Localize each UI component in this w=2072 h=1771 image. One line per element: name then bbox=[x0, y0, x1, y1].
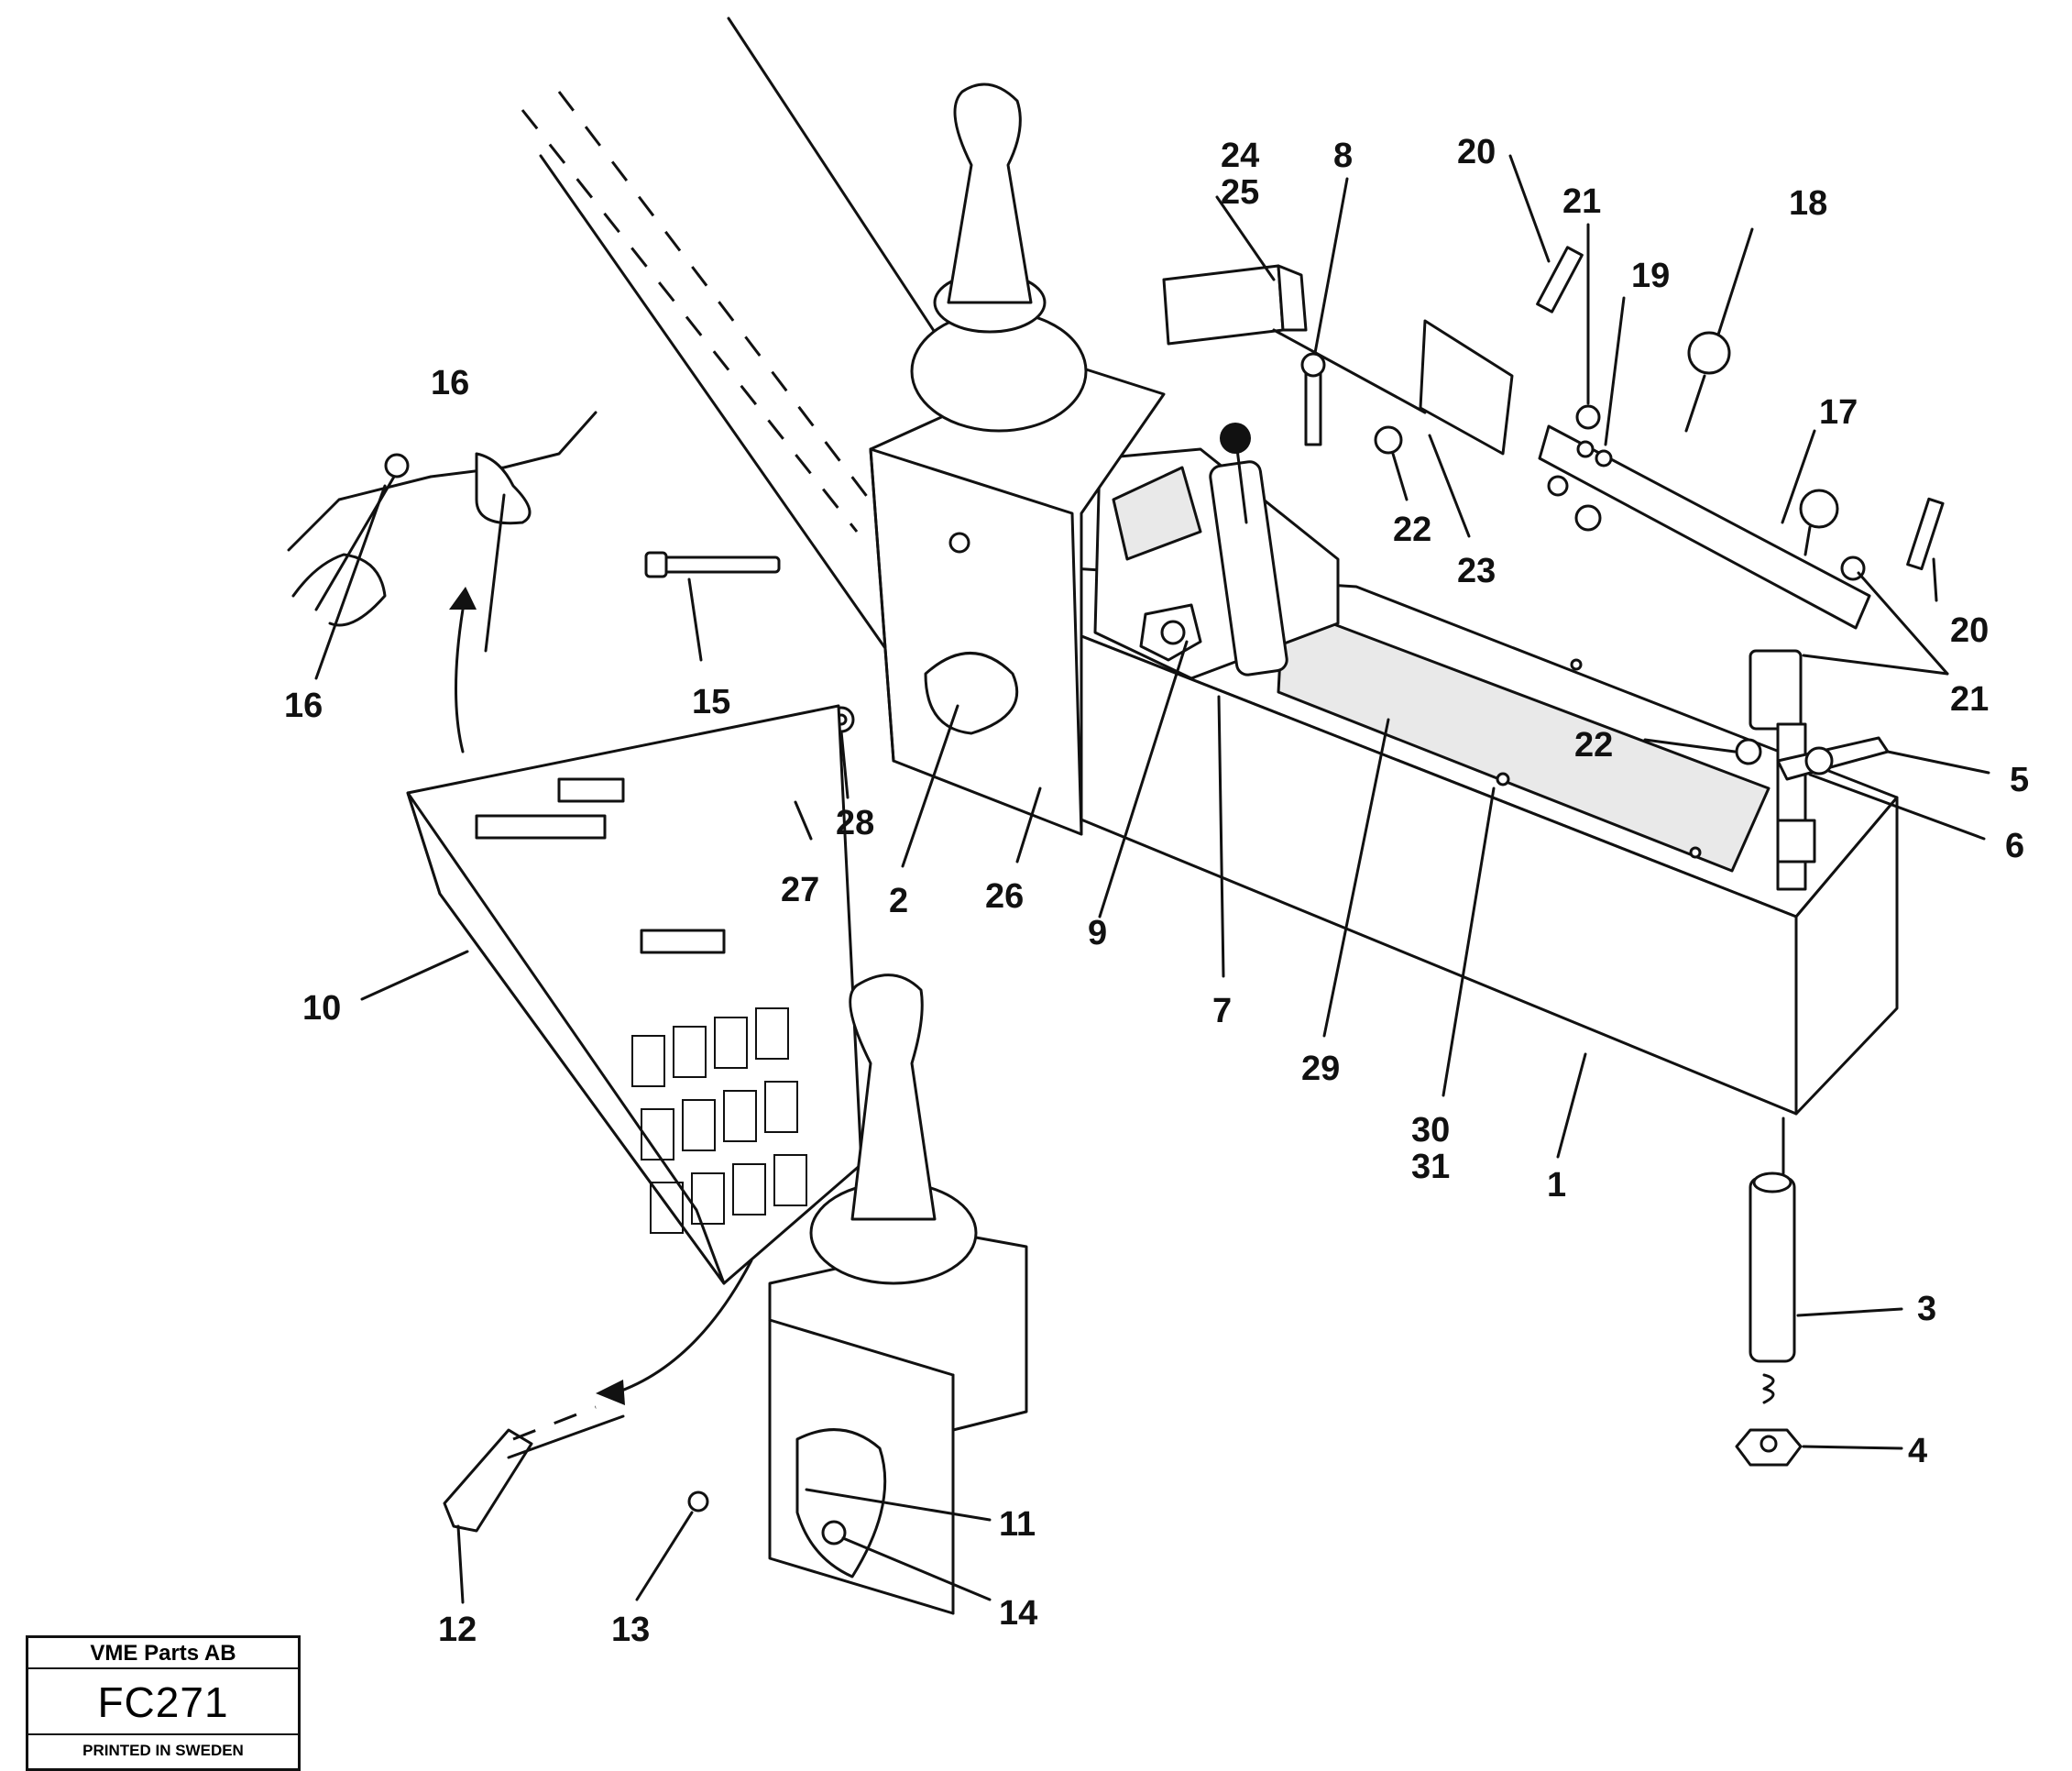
callout-27: 27 bbox=[781, 871, 819, 909]
callout-22: 22 bbox=[1393, 511, 1431, 549]
callout-6: 6 bbox=[2005, 827, 2024, 865]
armrest bbox=[1162, 264, 1514, 456]
callout-labels: 24 25 8 20 21 18 19 17 22 23 20 21 22 5 … bbox=[284, 133, 2029, 1649]
leader-lines bbox=[314, 154, 1990, 1604]
callout-20: 20 bbox=[1950, 611, 1989, 650]
arrow-panel-down bbox=[596, 1259, 753, 1405]
callout-18: 18 bbox=[1789, 184, 1827, 223]
star-knob-18 bbox=[1684, 331, 1731, 433]
callout-12: 12 bbox=[438, 1611, 477, 1649]
fasteners bbox=[1300, 246, 1945, 765]
callout-21: 21 bbox=[1950, 680, 1989, 719]
lever-housing bbox=[1093, 423, 1340, 680]
callout-30: 30 bbox=[1411, 1111, 1450, 1150]
callout-13: 13 bbox=[611, 1611, 650, 1649]
arm-bar-17 bbox=[1538, 424, 1871, 630]
spacer-sleeve-3 bbox=[1749, 1116, 1796, 1404]
callout-29: 29 bbox=[1301, 1050, 1340, 1088]
callout-22: 22 bbox=[1574, 726, 1613, 764]
printed-note: PRINTED IN SWEDEN bbox=[82, 1742, 244, 1759]
callout-16: 16 bbox=[284, 687, 323, 725]
callout-8: 8 bbox=[1333, 137, 1353, 175]
callout-17: 17 bbox=[1819, 393, 1858, 432]
callout-11: 11 bbox=[999, 1505, 1036, 1544]
screw-13 bbox=[687, 1490, 709, 1512]
company-name: VME Parts AB bbox=[28, 1638, 298, 1669]
nut-4 bbox=[1735, 1428, 1803, 1467]
callout-28: 28 bbox=[836, 804, 874, 842]
adjust-bracket bbox=[1749, 649, 1890, 891]
callout-4: 4 bbox=[1908, 1432, 1927, 1470]
star-knob-17b bbox=[1799, 489, 1839, 556]
seat-guide-lines bbox=[521, 16, 941, 662]
callout-9: 9 bbox=[1088, 914, 1107, 952]
callout-19: 19 bbox=[1631, 257, 1670, 295]
callout-7: 7 bbox=[1212, 992, 1232, 1030]
callout-3: 3 bbox=[1917, 1290, 1936, 1328]
callout-24: 24 bbox=[1221, 137, 1259, 175]
figure-code: FC271 bbox=[28, 1669, 298, 1735]
arrow-panel-up bbox=[449, 587, 477, 754]
joystick-console-upper bbox=[869, 82, 1166, 836]
callout-26: 26 bbox=[985, 877, 1024, 916]
slide-bracket-12 bbox=[443, 1405, 625, 1533]
callout-14: 14 bbox=[999, 1594, 1037, 1633]
callout-31: 31 bbox=[1411, 1148, 1450, 1186]
control-panel-10 bbox=[406, 704, 863, 1285]
joystick-console-lower bbox=[768, 974, 1028, 1615]
callout-2: 2 bbox=[889, 882, 908, 920]
callout-23: 23 bbox=[1457, 552, 1496, 590]
callout-25: 25 bbox=[1221, 173, 1259, 212]
callout-20: 20 bbox=[1457, 133, 1496, 171]
callout-16: 16 bbox=[431, 364, 469, 402]
callout-10: 10 bbox=[302, 989, 341, 1028]
callout-21: 21 bbox=[1562, 182, 1601, 221]
callout-1: 1 bbox=[1547, 1166, 1566, 1204]
callout-5: 5 bbox=[2010, 761, 2029, 799]
title-block: VME Parts AB FC271 PRINTED IN SWEDEN bbox=[26, 1635, 301, 1771]
bolt-15 bbox=[644, 551, 781, 578]
callout-15: 15 bbox=[692, 683, 730, 721]
bracket-detail-16 bbox=[287, 411, 597, 627]
